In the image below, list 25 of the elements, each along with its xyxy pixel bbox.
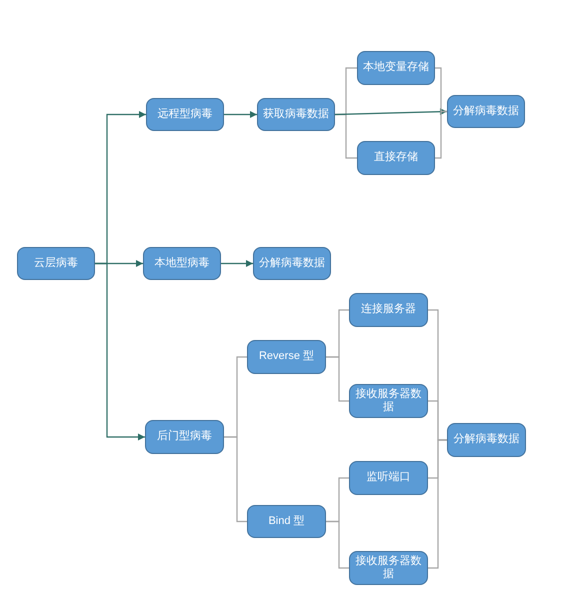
arrow [221, 260, 253, 267]
process-box: 接收服务器数据 [349, 384, 428, 418]
process-box: 接收服务器数据 [349, 551, 428, 585]
connector-line [326, 520, 349, 569]
process-box: 分解病毒数据 [447, 95, 525, 128]
process-box: 分解病毒数据 [447, 423, 526, 457]
process-box: 云层病毒 [17, 247, 95, 280]
process-box: 监听端口 [349, 461, 428, 495]
connector-line [224, 436, 247, 522]
process-box: 连接服务器 [349, 293, 428, 327]
process-box: Bind 型 [247, 505, 326, 538]
connector-line [326, 356, 349, 402]
process-box: 后门型病毒 [145, 420, 224, 454]
process-box: 本地型病毒 [143, 247, 221, 280]
connector-line [428, 439, 447, 569]
process-box: 直接存储 [357, 141, 435, 175]
arrow [334, 108, 448, 116]
arrow [224, 111, 257, 118]
arrow [95, 262, 145, 440]
connector-line [435, 110, 447, 159]
process-box: Reverse 型 [247, 340, 326, 374]
process-box: 本地变量存储 [357, 51, 435, 85]
process-box: 远程型病毒 [146, 98, 224, 131]
process-box: 获取病毒数据 [257, 98, 335, 131]
process-box: 分解病毒数据 [253, 247, 331, 280]
